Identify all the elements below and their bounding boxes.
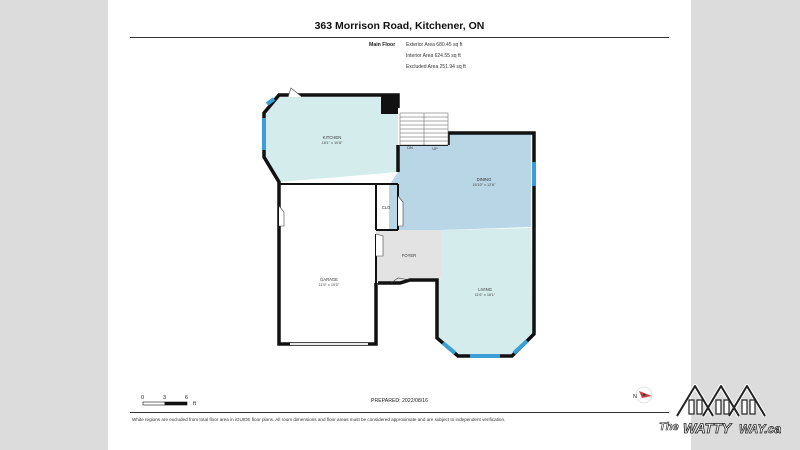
excluded-area: Excluded Area 251.94 sq ft: [406, 64, 466, 70]
scale-tick-3: 3: [163, 395, 166, 401]
kitchen-label: KITCHEN: [323, 135, 341, 140]
exterior-area: Exterior Area 680.45 sq ft: [406, 42, 463, 48]
dining-dims: 16'10" x 12'6": [473, 183, 497, 187]
windows: [262, 97, 536, 358]
title-divider: [130, 37, 669, 38]
scale-bar: [142, 401, 188, 406]
foyer-room: [376, 230, 441, 283]
dining-room: [389, 133, 531, 230]
interior-area: Interior Area 624.55 sq ft: [406, 53, 461, 59]
floor-label: Main Floor: [369, 42, 396, 48]
logo-domain: WAY.ca: [739, 422, 781, 436]
disclaimer-text: White regions are excluded from total fl…: [132, 417, 506, 422]
scale-unit: ft: [193, 401, 197, 407]
living-dims: 11'6" x 16'1": [475, 293, 496, 297]
logo-the: The: [659, 421, 679, 433]
living-label: LIVING: [478, 287, 492, 292]
stairs-down-label: DN: [407, 146, 413, 150]
dining-label: DINING: [477, 177, 492, 182]
chimney-block: [381, 96, 398, 114]
garage-dims: 11'5" x 19'5": [319, 283, 340, 287]
staircase: [399, 112, 449, 146]
scale-tick-6: 6: [185, 395, 188, 401]
stairs-up-label: UP: [432, 147, 438, 151]
garage-label: GARAGE: [320, 277, 338, 282]
wattyway-logo: The WATTY WAY.ca: [659, 384, 782, 436]
doors: [278, 87, 411, 284]
kitchen-room: [264, 97, 398, 182]
foyer-label: FOYER: [402, 253, 416, 258]
closet-label: CLO: [382, 205, 391, 210]
floor-plan-sheet: 363 Morrison Road, Kitchener, ON Main Fl…: [108, 0, 691, 450]
page-title: 363 Morrison Road, Kitchener, ON: [314, 20, 485, 32]
footer-divider: [130, 412, 669, 413]
compass-icon: [635, 386, 653, 404]
kitchen-dims: 18'1" x 10'8": [322, 141, 343, 145]
scale-tick-0: 0: [141, 395, 144, 401]
logo-brand: WATTY: [683, 420, 733, 436]
compass-north-label: N: [633, 394, 637, 400]
prepared-date: PREPARED: 2022/08/16: [371, 398, 428, 404]
living-room: [437, 228, 533, 355]
floor-plan: DN UP KITCHEN 18'1" x 10'8" DINING 16'10…: [141, 87, 653, 407]
